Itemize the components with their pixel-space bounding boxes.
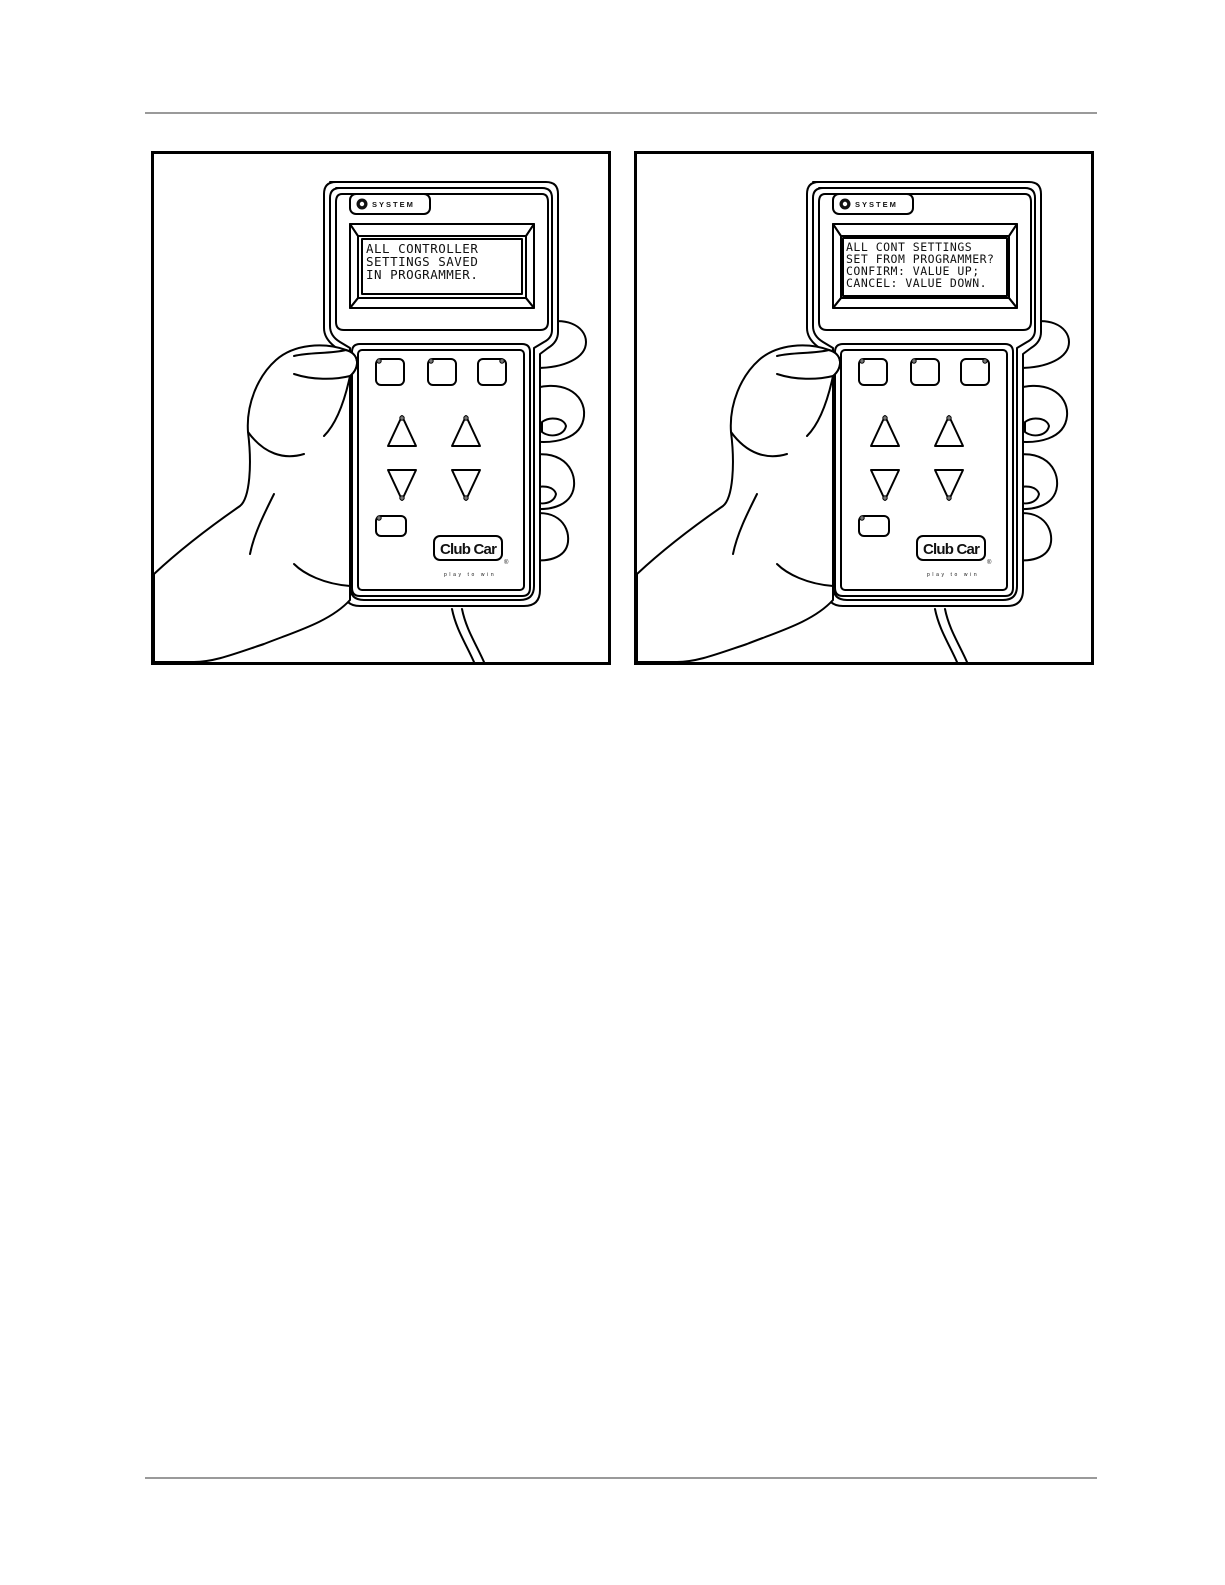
hand-front — [154, 345, 357, 662]
brand-name: Club Car — [923, 541, 980, 558]
registered-mark: ® — [504, 559, 509, 566]
hand-front — [637, 345, 840, 662]
lcd-line-4: CANCEL: VALUE DOWN. — [846, 276, 987, 290]
registered-mark: ® — [987, 559, 992, 566]
logo-text: SYSTEM — [855, 200, 898, 209]
figure-panel-right: SYSTEM ALL CONT SETTINGS SET FROM PROGRA… — [634, 151, 1094, 665]
programmer-illustration-right: SYSTEM ALL CONT SETTINGS SET FROM PROGRA… — [637, 154, 1091, 662]
figure-panel-left: SYSTEM ALL CONTROLLER SETTINGS SAVED IN … — [151, 151, 611, 665]
brand-name: Club Car — [440, 541, 497, 558]
header-rule — [145, 112, 1097, 114]
logo-text: SYSTEM — [372, 200, 415, 209]
tagline: play to win — [927, 572, 979, 578]
lcd-line-3: IN PROGRAMMER. — [366, 267, 478, 282]
footer-rule — [145, 1477, 1097, 1479]
programmer-illustration-left: SYSTEM ALL CONTROLLER SETTINGS SAVED IN … — [154, 154, 608, 662]
tagline: play to win — [444, 572, 496, 578]
